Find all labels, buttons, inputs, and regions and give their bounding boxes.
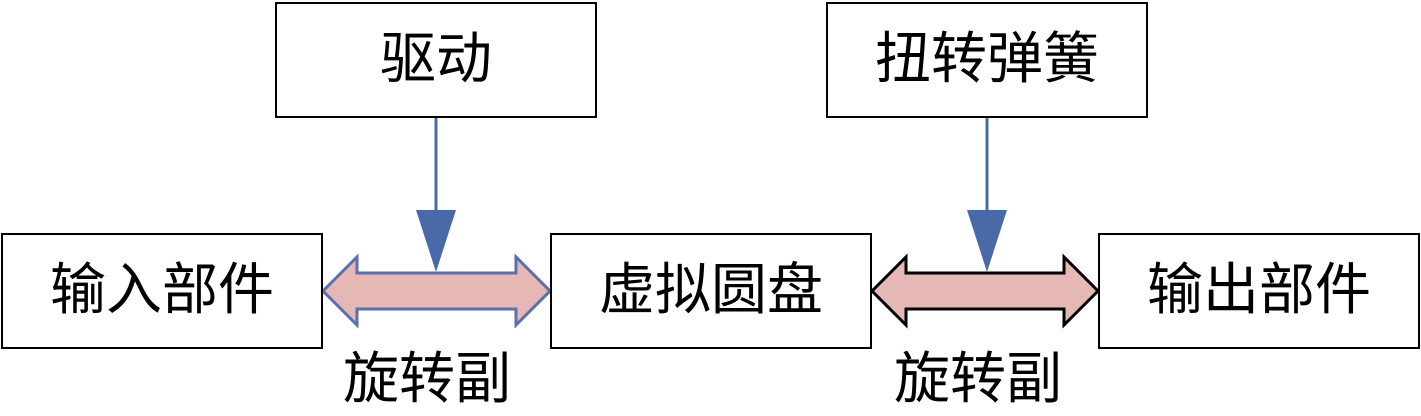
input-part-box: 输入部件 — [1, 233, 323, 349]
virtual-disc-label: 虚拟圆盘 — [599, 258, 823, 323]
drive-label: 驱动 — [380, 27, 492, 92]
torsion-spring-label: 扭转弹簧 — [875, 27, 1099, 92]
drive-arrow-head — [416, 210, 456, 272]
output-part-label: 输出部件 — [1147, 258, 1371, 323]
virtual-disc-box: 虚拟圆盘 — [550, 233, 872, 349]
torsion-spring-box: 扭转弹簧 — [826, 2, 1148, 118]
left-joint-label: 旋转副 — [343, 347, 511, 412]
drive-box: 驱动 — [275, 2, 597, 118]
right-joint-label: 旋转副 — [894, 347, 1062, 412]
output-part-box: 输出部件 — [1098, 233, 1420, 349]
right-double-arrow — [869, 253, 1101, 329]
spring-arrow-head — [967, 210, 1007, 272]
input-part-label: 输入部件 — [50, 258, 274, 323]
